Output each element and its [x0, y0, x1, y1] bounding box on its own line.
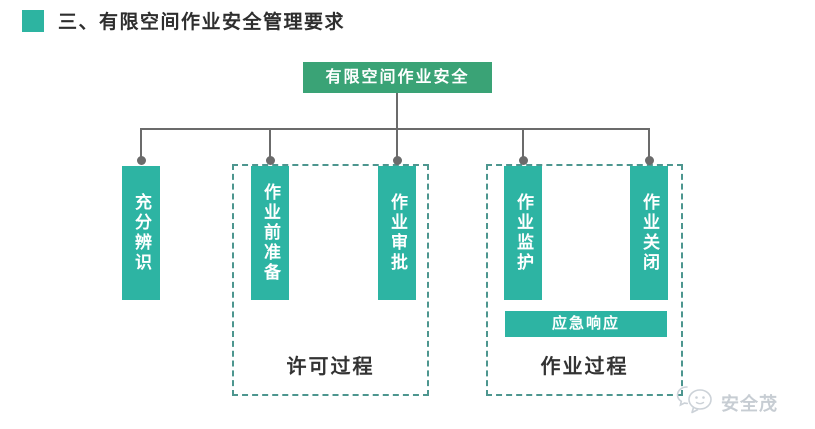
branch-node-work-monitoring: 作业监护: [504, 166, 542, 300]
connector-dot: [137, 156, 146, 165]
root-node: 有限空间作业安全: [303, 62, 492, 93]
branch-node-label: 作业关闭: [640, 193, 659, 273]
branch-node-work-closure: 作业关闭: [630, 166, 668, 300]
connector-drop: [648, 130, 650, 159]
watermark-text: 安全茂: [721, 393, 778, 414]
connector-drop: [396, 130, 398, 159]
chat-bubbles-logo-icon: [676, 383, 716, 422]
branch-node-work-approval: 作业审批: [378, 166, 416, 300]
connector-drop: [522, 130, 524, 159]
group-label-operation-process: 作业过程: [540, 356, 629, 378]
branch-node-label: 充分辨识: [132, 193, 151, 273]
group-label-permit-process: 许可过程: [286, 356, 375, 378]
connector-drop: [269, 130, 271, 159]
page-title: 三、有限空间作业安全管理要求: [58, 12, 346, 33]
connector-dot: [519, 156, 528, 165]
branch-node-label: 作业审批: [388, 193, 407, 273]
branch-node-identification: 充分辨识: [122, 166, 160, 300]
group-box-permit-process: 许可过程: [232, 164, 429, 396]
connector-bus: [140, 128, 650, 130]
branch-node-label: 作业监护: [514, 193, 533, 273]
connector-trunk: [396, 93, 398, 129]
connector-dot: [266, 156, 275, 165]
group-box-operation-process: 作业过程: [486, 164, 683, 396]
connector-dot: [645, 156, 654, 165]
title-bullet-icon: [22, 10, 44, 32]
branch-node-pre-work-preparation: 作业前准备: [251, 166, 289, 300]
connector-dot: [393, 156, 402, 165]
watermark: 安全茂: [676, 383, 778, 422]
emergency-response-node: 应急响应: [505, 311, 667, 337]
connector-drop: [140, 130, 142, 159]
branch-node-label: 作业前准备: [261, 183, 280, 283]
